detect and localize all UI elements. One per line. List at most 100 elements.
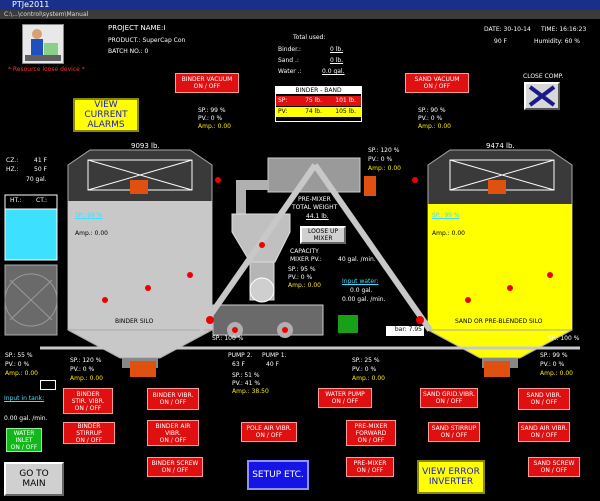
binder-used-label: Binder.:	[278, 46, 301, 53]
premixer-title: PRE-MIXER	[298, 196, 331, 203]
bm-pv: PV.: 0 %	[352, 366, 377, 373]
sand-used-label: Sand .:	[278, 57, 299, 64]
input-water-rate: 0.00 gal. /min.	[342, 296, 386, 303]
sand-side-sp: SP.: 100 %	[548, 335, 580, 342]
binder-band-panel: BINDER - BAND SP: 75 lb. 101 lb. PV: 74 …	[275, 86, 362, 122]
status-dots	[102, 177, 553, 333]
time-display: TIME: 16:16:23	[541, 26, 587, 33]
total-used-label: Total used:	[293, 34, 326, 41]
operator-icon	[25, 29, 61, 61]
sand-screw-motor-icon	[484, 361, 510, 377]
water-used-label: Water .:	[278, 68, 302, 75]
path-bar: C:\...\control\system\Manual	[0, 10, 600, 19]
binder-vacuum-amp: Amp.: 0.00	[198, 123, 231, 130]
premixer-motor-icon	[364, 176, 376, 196]
sand-silo	[427, 149, 573, 368]
pole-air-vibr-button[interactable]: POLE AIR VIBR.ON / OFF	[241, 422, 297, 442]
binder-silo-weight: 9093 lb.	[131, 142, 160, 150]
bl-amp: Amp.: 0.00	[70, 375, 103, 382]
premixer-amp: Amp.: 0.00	[368, 165, 401, 172]
project-name: PROJECT NAME:I	[108, 24, 166, 32]
sand-used-value: 0 lb.	[330, 57, 344, 64]
pump2-label: PUMP 2.	[228, 352, 253, 359]
input-water-label: Input water:	[342, 278, 379, 285]
sand-silo-label: SAND OR PRE-BLENDED SILO	[455, 318, 543, 325]
bl-sp: SP.: 120 %	[70, 357, 102, 364]
premixer-pv2: PV.: 0 %	[288, 274, 313, 281]
pressure-bar-value: bar: 7.95	[386, 326, 424, 336]
hz-value: 50 F	[34, 166, 47, 173]
binder-silo-sp2: SP.: 99 %	[75, 212, 103, 219]
date-display: DATE: 30-10-14	[484, 26, 531, 33]
band-pv-row: PV: 74 lb. 105 lb.	[276, 107, 361, 117]
window-title: PTJe2011	[12, 0, 50, 9]
pumps-pv: PV.: 41 %	[232, 380, 261, 387]
tank-gal: 70 gal.	[26, 176, 47, 183]
temperature-display: 90 F	[494, 38, 507, 45]
cz-value: 41 F	[34, 157, 47, 164]
water-tank	[4, 194, 58, 336]
binder-vibr-button[interactable]: BINDER VIBR.ON / OFF	[147, 388, 199, 410]
bl-pv: PV.: 0 %	[70, 366, 95, 373]
water-used-value: 0.0 gal.	[322, 68, 345, 75]
cz-label: CZ.:	[6, 157, 19, 164]
sand-grid-vibr-button[interactable]: SAND GRID.VIBR.ON / OFF	[420, 388, 478, 408]
sand-air-vibr-button[interactable]: SAND AIR VIBR.ON / OFF	[518, 422, 570, 442]
close-comp-button[interactable]	[524, 82, 560, 110]
binder-side-sp: SP.: 100 %	[212, 335, 244, 342]
sand-vacuum-pv: PV.: 0 %	[418, 115, 443, 122]
setup-etc-button[interactable]: SETUP ETC.	[247, 460, 309, 490]
binder-silo-label: BINDER SILO	[115, 318, 154, 325]
input-in-tank-label: Input in tank:	[4, 395, 45, 402]
premixer-total-weight-label: TOTAL WEIGHT	[292, 204, 338, 211]
binder-silo-amp2: Amp.: 0.00	[75, 230, 108, 237]
pre-mixer-hopper	[212, 157, 361, 338]
pump2-value: 63 F	[232, 361, 245, 368]
premixer-sp: SP.: 120 %	[368, 147, 400, 154]
input-in-tank-value: 0.00 gal. /min.	[4, 415, 48, 422]
sand-vibr-button[interactable]: SAND VIBR.ON / OFF	[518, 388, 570, 410]
batch-number: BATCH NO.: 0	[108, 48, 149, 55]
mixer-pv-label: MIXER PV.:	[290, 256, 322, 263]
pump1-label: PUMP 1.	[262, 352, 287, 359]
close-x-icon	[528, 85, 556, 107]
mixer-pv-value: 40 gal. /min.	[338, 256, 376, 263]
pump1-value: 40 F	[266, 361, 279, 368]
binder-motor-icon	[130, 180, 148, 194]
premixer-total-weight-value: 44.1 lb.	[306, 213, 329, 220]
br-amp: Amp.: 0.00	[540, 370, 573, 377]
capacity-label: CAPACITY	[290, 248, 319, 255]
binder-screw-motor-icon	[130, 361, 156, 377]
bm-sp: SP.: 25 %	[352, 357, 380, 364]
band-title: BINDER - BAND	[276, 87, 361, 94]
band-sp-row: SP: 75 lb. 101 lb.	[276, 96, 361, 106]
tank-valve-icon	[40, 380, 56, 390]
sand-silo-weight: 9474 lb.	[486, 142, 515, 150]
pump-motor-icon	[338, 315, 358, 333]
hz-label: HZ.:	[6, 166, 19, 173]
binder-used-value: 0 lb.	[330, 46, 344, 53]
ht-label: HT.:	[10, 197, 22, 204]
sand-vacuum-sp: SP.: 90 %	[418, 107, 446, 114]
pumps-sp: SP.: 51 %	[232, 372, 260, 379]
sand-vacuum-amp: Amp.: 0.00	[418, 123, 451, 130]
premixer-amp2: Amp.: 0.00	[288, 282, 321, 289]
binder-vacuum-sp: SP.: 99 %	[198, 107, 226, 114]
